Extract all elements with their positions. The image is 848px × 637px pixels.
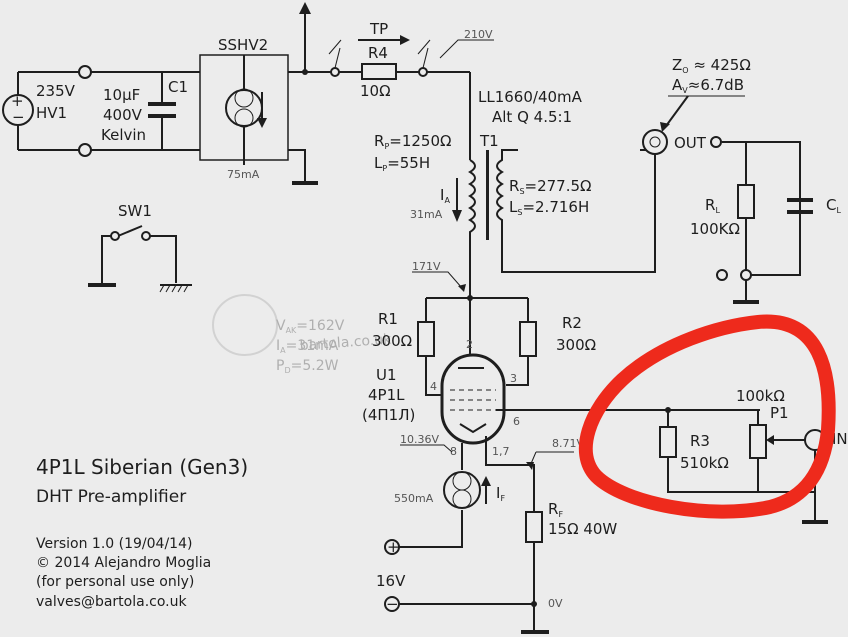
svg-text:RF: RF <box>548 500 563 519</box>
u1-tube-alt: (4П1Л) <box>362 406 415 424</box>
zo-label: Z <box>672 56 682 74</box>
t1-rp: R <box>374 132 384 150</box>
pin-6: 6 <box>513 415 520 428</box>
c1-voltage: 400V <box>103 106 143 124</box>
v1036-label: 10.36V <box>400 433 439 446</box>
svg-text:IF: IF <box>496 484 505 503</box>
r1-name: R1 <box>378 310 398 328</box>
svg-text:AV≈6.7dB: AV≈6.7dB <box>672 76 744 95</box>
watermark-text: bartola.co.uk <box>299 332 392 354</box>
t1-alt: Alt Q 4.5:1 <box>492 108 572 126</box>
c1-capacitor: C1 10µF 400V Kelvin <box>91 71 200 151</box>
vak-label: V <box>276 318 286 334</box>
diagram-title: 4P1L Siberian (Gen3) <box>36 455 248 479</box>
ia-label: I <box>440 186 444 204</box>
r3-value: 510kΩ <box>680 454 729 472</box>
in-label: IN <box>832 430 848 448</box>
hv1-name: HV1 <box>36 104 67 122</box>
sshv2-name: SSHV2 <box>218 36 268 54</box>
sw1-label: SW1 <box>118 202 152 220</box>
title-block: 4P1L Siberian (Gen3) DHT Pre-amplifier V… <box>36 455 248 610</box>
pin-3: 3 <box>510 372 517 385</box>
t1-lp: L <box>374 154 383 172</box>
t1-model: LL1660/40mA <box>478 88 583 106</box>
r2-value: 300Ω <box>556 336 596 354</box>
cl-name: C <box>826 196 836 214</box>
rf-name: R <box>548 500 558 518</box>
r1-value: 300Ω <box>372 332 412 350</box>
pin-4: 4 <box>430 380 437 393</box>
rl-name: R <box>705 196 715 214</box>
av-label: A <box>672 76 683 94</box>
rf-value: 15Ω 40W <box>548 520 617 538</box>
r2-name: R2 <box>562 314 582 332</box>
svg-text:VAK=162V: VAK=162V <box>276 318 345 335</box>
c1-name: C1 <box>168 78 188 96</box>
pin-17: 1,7 <box>492 445 510 458</box>
top-rail: R4 10Ω TP 210V <box>288 2 494 160</box>
svg-text:RS=277.5Ω: RS=277.5Ω <box>509 177 592 196</box>
hv1-voltage: 235V <box>36 82 76 100</box>
p1-name: P1 <box>770 404 789 422</box>
pd-annot: P <box>276 358 284 374</box>
pin-2: 2 <box>466 338 473 351</box>
red-highlight-annotation <box>578 314 836 519</box>
svg-text:CL: CL <box>826 196 841 215</box>
version-text: Version 1.0 (19/04/14) <box>36 536 192 552</box>
email-text: valves@bartola.co.uk <box>36 594 187 610</box>
output-section: ZO ≈ 425Ω AV≈6.7dB OUT RL 100KΩ CL <box>642 56 841 304</box>
out-label: OUT <box>674 134 707 152</box>
svg-text:LS=2.716H: LS=2.716H <box>509 198 589 217</box>
t1-transformer: LL1660/40mA Alt Q 4.5:1 T1 RP=1250Ω LP=5… <box>374 88 656 300</box>
supply-voltage: 16V <box>376 572 406 590</box>
tp-label: TP <box>369 20 388 38</box>
rl-value: 100KΩ <box>690 220 740 238</box>
sshv2-block: SSHV2 75mA <box>199 36 318 185</box>
u1-tube: U1 4P1L (4П1Л) 2 3 4 6 8 1,7 <box>362 298 760 458</box>
personal-use-text: (for personal use only) <box>36 574 194 590</box>
svg-text:−: − <box>12 108 25 126</box>
svg-text:PD=5.2W: PD=5.2W <box>276 358 339 375</box>
r1-r2-resistors: R1 300Ω R2 300Ω <box>372 297 596 396</box>
r3-name: R3 <box>690 432 710 450</box>
svg-text:IA=31mA: IA=31mA <box>276 338 339 355</box>
r4-value: 10Ω <box>360 82 391 100</box>
v171-label: 171V <box>412 260 441 273</box>
v871-label: 8.71V <box>552 437 584 450</box>
pin-8: 8 <box>450 445 457 458</box>
svg-text:RP=1250Ω: RP=1250Ω <box>374 132 451 151</box>
filament-circuit: 10.36V 550mA IF + 8.71V RF 15Ω 40W 16V −… <box>376 433 617 634</box>
v210-label: 210V <box>464 28 493 41</box>
zero-volt-label: 0V <box>548 597 563 610</box>
watermark: bartola.co.uk VAK=162V IA=31mA PD=5.2W <box>212 294 393 375</box>
svg-text:RL: RL <box>705 196 720 215</box>
u1-name: U1 <box>376 366 397 384</box>
t1-ls: L <box>509 198 518 216</box>
svg-text:IA: IA <box>440 186 450 205</box>
if-label: I <box>496 484 500 502</box>
copyright-text: © 2014 Alejandro Moglia <box>36 555 211 571</box>
v171-marker: 171V <box>412 260 473 301</box>
p1-value: 100kΩ <box>736 387 785 405</box>
sw1-switch: SW1 <box>88 202 192 293</box>
r4-name: R4 <box>368 44 388 62</box>
svg-text:ZO ≈ 425Ω: ZO ≈ 425Ω <box>672 56 751 75</box>
hv1-source: + − 235V HV1 <box>2 65 92 157</box>
c1-value: 10µF <box>103 86 140 104</box>
supply-plus: + <box>387 538 400 556</box>
t1-name: T1 <box>479 132 499 150</box>
diagram-subtitle: DHT Pre-amplifier <box>36 487 186 507</box>
svg-text:+: + <box>11 92 24 110</box>
sshv2-current: 75mA <box>227 168 260 181</box>
c1-brand: Kelvin <box>101 126 146 144</box>
filament-current: 550mA <box>394 492 434 505</box>
u1-tube-type: 4P1L <box>368 386 405 404</box>
ia-annot: I <box>276 338 280 354</box>
ia-value: 31mA <box>410 208 443 221</box>
t1-rs: R <box>509 177 519 195</box>
supply-minus: − <box>386 595 399 613</box>
svg-text:LP=55H: LP=55H <box>374 154 430 173</box>
